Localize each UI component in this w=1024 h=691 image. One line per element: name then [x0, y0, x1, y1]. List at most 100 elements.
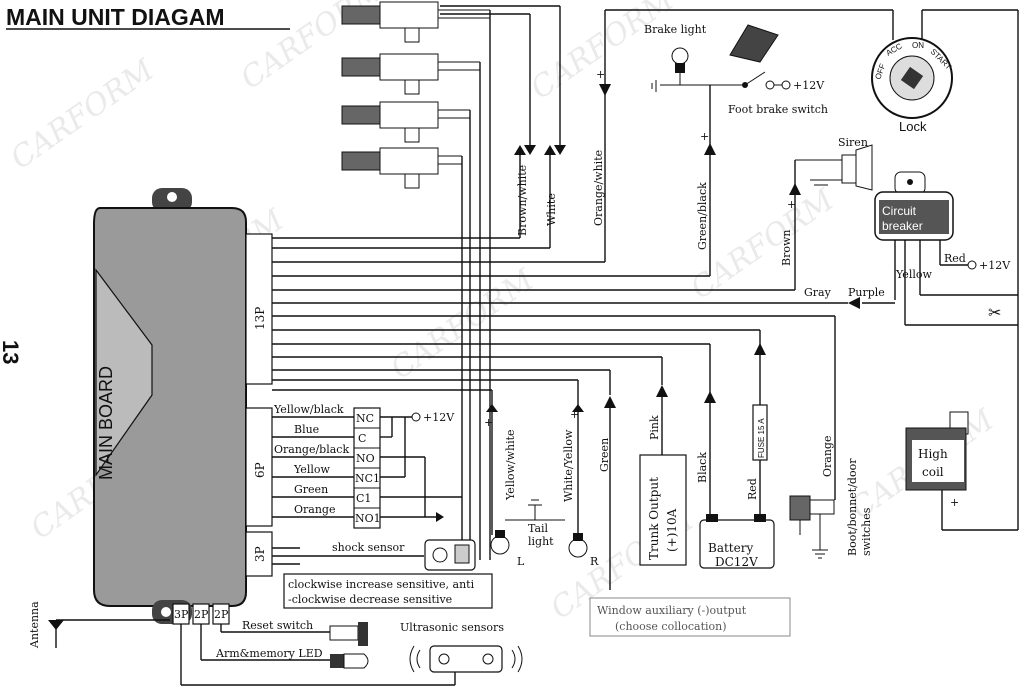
- svg-text:+: +: [700, 130, 709, 143]
- wire-label-white-yellow: White/Yellow: [562, 429, 575, 502]
- fuse-label: FUSE 15 A: [757, 418, 766, 458]
- reset-switch: [329, 622, 368, 646]
- relay-wire-yellow-black: Yellow/black: [273, 403, 344, 416]
- circuit-breaker: Circuit breaker: [874, 171, 954, 241]
- page-number: 13: [0, 340, 23, 364]
- trunk-output-label-2: (+)10A: [665, 508, 679, 552]
- breaker-12v-label: +12V: [979, 259, 1011, 272]
- scissors-icon: ✂: [988, 305, 1001, 322]
- relay-block: NC C NO NC1 C1 NO1: [353, 407, 381, 529]
- relay-wire-orange: Orange: [294, 503, 335, 516]
- wire-label-purple: Purple: [848, 286, 885, 299]
- circuit-breaker-label-1: Circuit: [882, 204, 917, 218]
- relay-12v-label: +12V: [423, 411, 455, 424]
- svg-text:+: +: [570, 408, 579, 421]
- wire-label-green-black: Green/black: [696, 182, 709, 250]
- svg-text:+: +: [950, 496, 959, 509]
- 6p-wires: Yellow/black Blue Orange/black Yellow Gr…: [272, 403, 462, 522]
- foot-brake-switch: +12V Foot brake switch: [728, 24, 828, 116]
- ignition-lock: OFF ACC ON START Lock: [871, 37, 953, 134]
- high-coil-label-1: High: [918, 447, 948, 461]
- circuit-breaker-label-2: breaker: [882, 219, 923, 233]
- antenna-label: Antenna: [28, 601, 41, 649]
- high-coil-label-2: coil: [922, 465, 944, 479]
- ultrasonic-sensors-label: Ultrasonic sensors: [400, 621, 504, 634]
- wire-label-brown-white: Brown/white: [516, 165, 529, 236]
- relay-wire-orange-black: Orange/black: [274, 443, 349, 456]
- door-lock-actuators: [341, 1, 566, 560]
- wire-label-brown: Brown: [780, 230, 793, 266]
- watermark: CARFORM: [5, 52, 162, 177]
- trunk-output-label-1: Trunk Output: [647, 477, 661, 560]
- actuator-4: [341, 147, 462, 189]
- actuator-3: [341, 101, 470, 143]
- svg-text:+: +: [484, 416, 493, 429]
- brake-light: Brake light: [644, 23, 745, 92]
- shock-sensor-label: shock sensor: [332, 541, 405, 554]
- connector-3p: 3P: [253, 546, 267, 562]
- bottom-connectors: 3P 2P 2P: [172, 603, 230, 625]
- tail-light-label-1: Tail: [528, 522, 549, 535]
- battery-label-2: DC12V: [715, 555, 758, 569]
- connector-13p: 13P: [253, 307, 267, 330]
- wire-label-orange-white: Orange/white: [592, 150, 605, 226]
- trunk-output: Trunk Output (+)10A: [639, 454, 687, 566]
- wire-label-white: White: [545, 193, 558, 226]
- high-coil: High coil: [905, 411, 969, 491]
- relay-pin-nc1: NC1: [355, 472, 380, 485]
- siren: Siren: [795, 136, 873, 191]
- page-title: MAIN UNIT DIAGAM: [6, 4, 224, 30]
- brake-12v-label: +12V: [793, 79, 825, 92]
- relay-pin-no: NO: [356, 452, 375, 465]
- boot-switches-label-2: switches: [860, 507, 873, 556]
- main-board-label: MAIN BOARD: [96, 366, 116, 480]
- wire-label-black: Black: [696, 452, 709, 483]
- wire-label-red: Red: [944, 252, 966, 265]
- relay-pin-c: C: [358, 432, 366, 445]
- connector-3p-bottom: 3P: [174, 608, 189, 621]
- relay-pin-no1: NO1: [355, 512, 381, 525]
- relay-pin-nc: NC: [356, 412, 374, 425]
- main-board: MAIN BOARD: [93, 188, 247, 624]
- boot-switches-label-1: Boot/bonnet/door: [846, 458, 859, 556]
- tail-light-left: L: [517, 555, 525, 568]
- watermark: CARFORM: [385, 262, 542, 387]
- ultrasonic-sensor: [409, 645, 523, 673]
- battery-label-1: Battery: [708, 541, 753, 555]
- relay-wire-green: Green: [294, 483, 328, 496]
- sensitivity-note-2: -clockwise decrease sensitive: [288, 593, 452, 606]
- foot-brake-switch-label: Foot brake switch: [728, 103, 828, 116]
- sensitivity-note-1: clockwise increase sensitive, anti: [288, 578, 475, 591]
- wire-label-yellow: Yellow: [895, 268, 932, 281]
- window-output: Window auxiliary (-)output (choose collo…: [589, 597, 791, 637]
- lock-pos-on: ON: [912, 41, 924, 50]
- connector-2p-a: 2P: [194, 608, 209, 621]
- svg-text:+: +: [787, 198, 796, 211]
- svg-text:+: +: [596, 68, 605, 81]
- antenna: [48, 619, 170, 648]
- relay-wire-yellow: Yellow: [293, 463, 330, 476]
- connector-6p: 6P: [253, 462, 267, 478]
- wire-label-pink: Pink: [648, 415, 661, 440]
- boot-switch: [789, 495, 835, 559]
- lock-label: Lock: [899, 119, 927, 134]
- siren-label: Siren: [838, 136, 868, 149]
- tail-lights: + + Yellow/white White/Yellow Tail light…: [484, 404, 599, 568]
- relay-wire-blue: Blue: [294, 423, 319, 436]
- relay-pin-c1: C1: [356, 492, 371, 505]
- 13p-wires: [272, 90, 848, 500]
- reset-switch-label: Reset switch: [242, 619, 313, 632]
- wire-label-green: Green: [598, 438, 611, 472]
- actuator-2: [341, 53, 480, 95]
- wire-label-orange: Orange: [821, 436, 834, 477]
- actuator-1: [341, 1, 490, 43]
- battery: Battery DC12V: [699, 514, 775, 569]
- connector-2p-b: 2P: [214, 608, 229, 621]
- tail-light-right: R: [590, 555, 599, 568]
- arm-memory-led: [330, 653, 369, 669]
- wire-label-gray: Gray: [804, 286, 832, 299]
- brake-light-label: Brake light: [644, 23, 707, 36]
- window-output-label-2: (choose collocation): [615, 620, 727, 633]
- wire-label-red-battery: Red: [746, 478, 759, 500]
